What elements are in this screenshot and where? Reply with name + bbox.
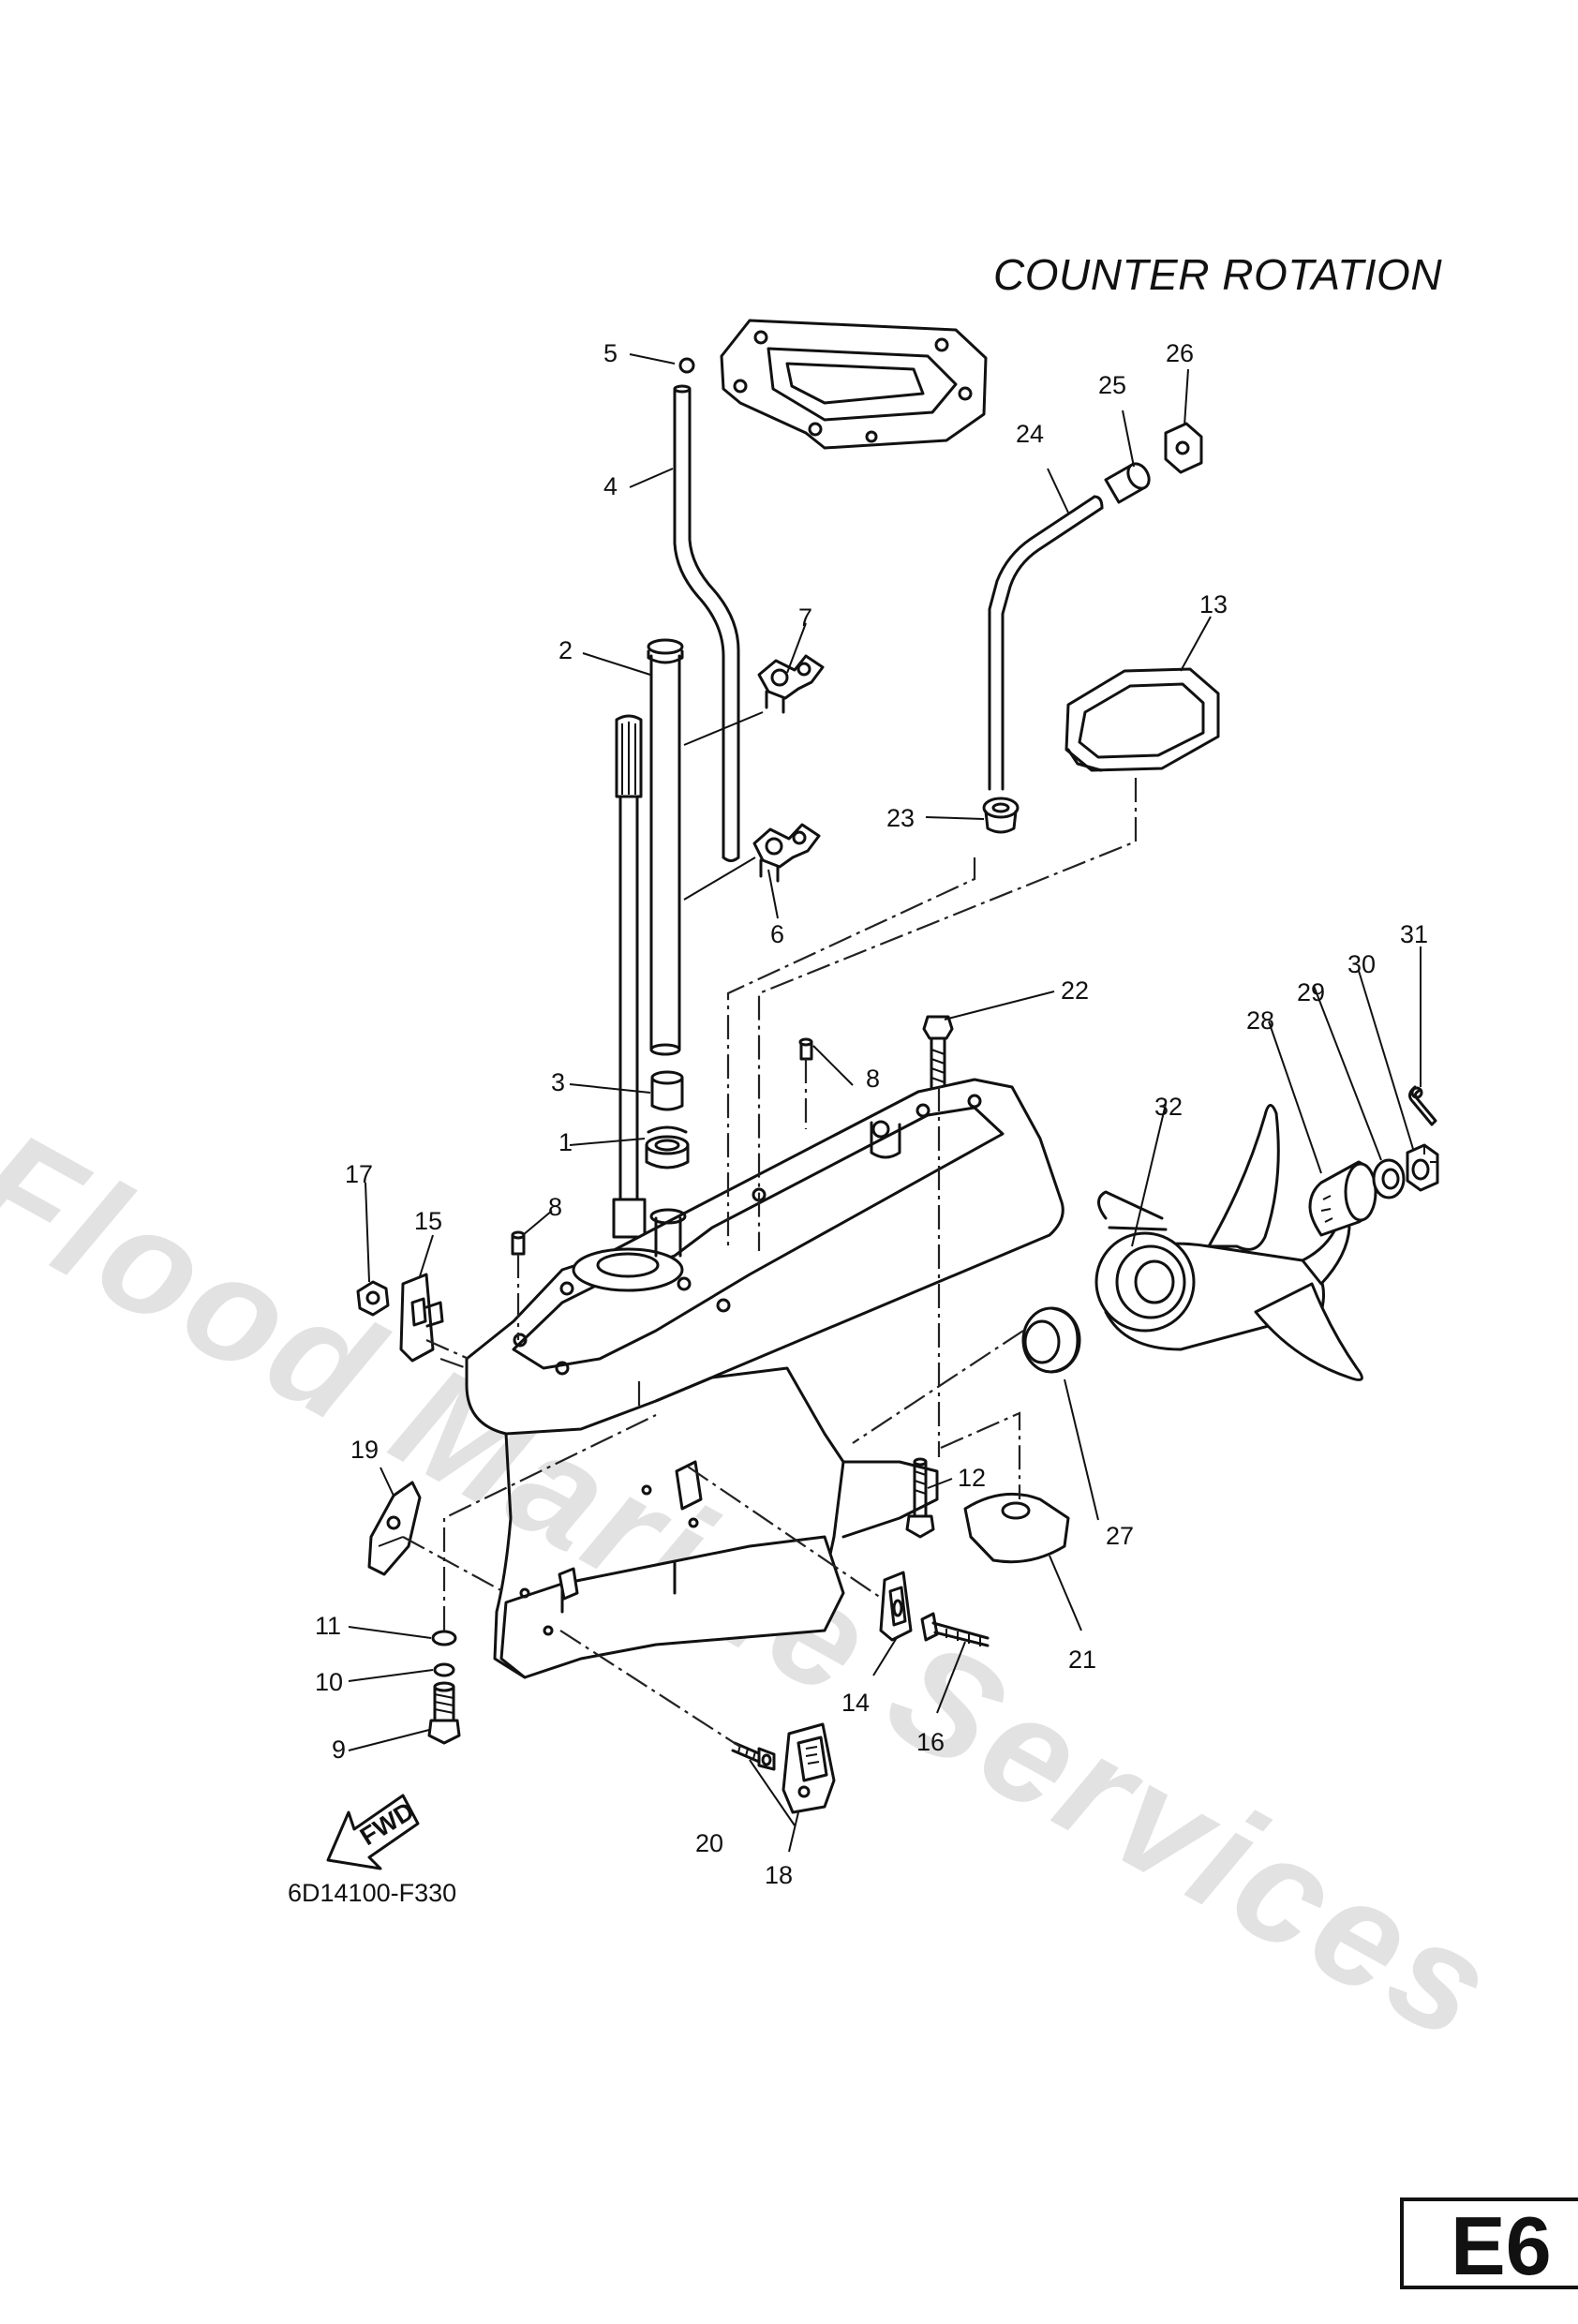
callout-25: 25 [1098, 371, 1126, 399]
part-8-pin-lower [511, 1230, 526, 1256]
callout-18: 18 [765, 1861, 793, 1889]
part-19-anode [367, 1481, 422, 1576]
part-8-pin-upper [798, 1037, 813, 1061]
callout-2: 2 [558, 636, 573, 664]
part-10-washer [433, 1662, 455, 1677]
part-22-bolt [922, 1015, 954, 1089]
callout-8-upper: 8 [866, 1065, 880, 1093]
callout-12: 12 [958, 1464, 986, 1492]
part-18-anode [782, 1722, 836, 1814]
part-12-bolt [905, 1457, 935, 1539]
callout-28: 28 [1246, 1006, 1274, 1035]
callout-7: 7 [798, 603, 812, 632]
part-1-seal [645, 1125, 690, 1169]
drawing-code: 6D14100-F330 [288, 1879, 457, 1907]
part-28-spacer [1308, 1160, 1377, 1237]
callout-26: 26 [1166, 339, 1194, 367]
part-5-ring [678, 357, 695, 374]
callout-23: 23 [886, 804, 915, 832]
gearcase-housing [465, 1078, 1064, 1679]
callout-29: 29 [1297, 978, 1325, 1006]
callout-30: 30 [1347, 950, 1376, 978]
leader-lines [348, 353, 1422, 1853]
part-2-tube [647, 638, 684, 1056]
callout-19: 19 [350, 1436, 379, 1464]
part-25-sleeve [1104, 462, 1151, 504]
fwd-arrow-icon: FWD [326, 1794, 420, 1870]
callout-15: 15 [414, 1207, 442, 1235]
part-32-propeller [1094, 1104, 1363, 1381]
callout-11: 11 [315, 1612, 341, 1640]
part-27-thrust-ring [1021, 1306, 1081, 1374]
callout-17: 17 [345, 1160, 373, 1188]
part-15-bracket [399, 1273, 444, 1363]
part-29-washer [1372, 1158, 1406, 1199]
callout-31: 31 [1400, 920, 1428, 948]
page-title: COUNTER ROTATION [993, 250, 1443, 299]
section-code: E6 [1451, 2199, 1552, 2292]
callout-14: 14 [841, 1689, 870, 1717]
part-17-nut [356, 1280, 390, 1317]
callout-8-lower: 8 [548, 1193, 562, 1221]
callout-13: 13 [1199, 590, 1228, 618]
upper-plate-part [720, 319, 988, 450]
part-11-washer [431, 1630, 457, 1646]
part-6-clip [752, 823, 821, 883]
callout-20: 20 [695, 1829, 723, 1857]
drive-shaft [612, 714, 647, 1239]
callout-32: 32 [1154, 1093, 1183, 1121]
section-box: E6 [1400, 2197, 1578, 2289]
part-21-anode [963, 1492, 1070, 1564]
part-31-cotter-pin [1408, 1085, 1437, 1126]
part-30-castle-nut [1406, 1143, 1439, 1192]
part-24-tube [988, 495, 1104, 791]
part-23-grommet [982, 797, 1020, 834]
callout-16: 16 [916, 1728, 945, 1756]
callout-21: 21 [1068, 1646, 1096, 1674]
part-7-clip [757, 654, 825, 714]
part-9-bolt [427, 1681, 461, 1745]
callout-9: 9 [332, 1736, 346, 1764]
callout-22: 22 [1061, 976, 1089, 1005]
callout-24: 24 [1016, 420, 1044, 448]
part-13-gasket [1064, 667, 1220, 772]
callout-1: 1 [558, 1128, 573, 1156]
callout-4: 4 [603, 472, 618, 500]
callout-3: 3 [551, 1068, 565, 1096]
callout-numbers: 1 2 3 4 5 6 7 8 8 9 10 11 12 13 14 15 16… [315, 339, 1428, 1889]
part-3-bushing [650, 1070, 684, 1111]
part-14-trim-tab [879, 1571, 913, 1642]
callout-27: 27 [1106, 1522, 1134, 1550]
callout-5: 5 [603, 339, 618, 367]
part-16-bolt [920, 1612, 990, 1647]
part-4-tube [673, 384, 740, 862]
callout-10: 10 [315, 1668, 343, 1696]
assembly-lines [402, 778, 1138, 1748]
part-26-block [1164, 422, 1203, 474]
callout-6: 6 [770, 920, 784, 948]
